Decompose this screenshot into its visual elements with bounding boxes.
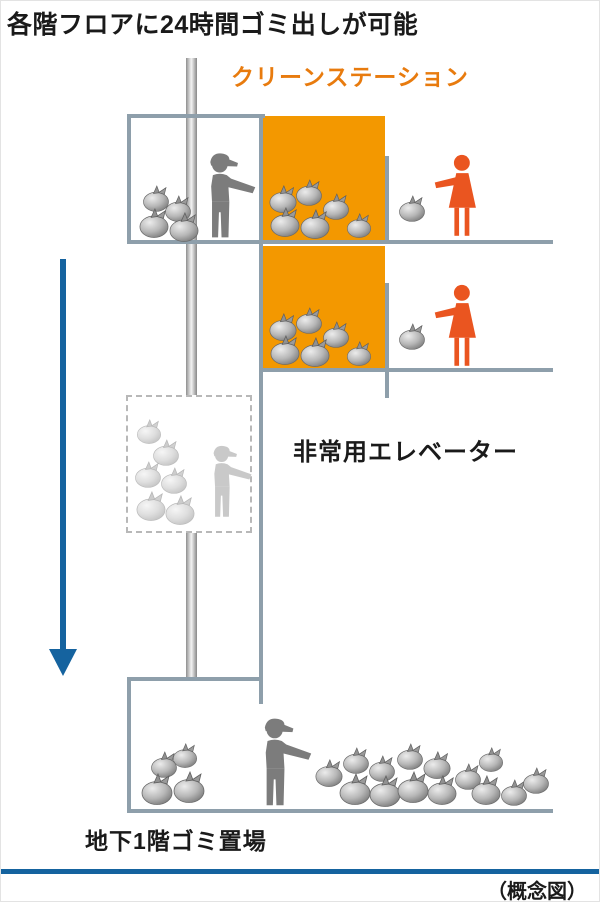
emergency-elevator-label: 非常用エレベーター — [293, 439, 518, 466]
resident-man-icon — [193, 150, 257, 240]
page-title: 各階フロアに24時間ゴミ出しが可能 — [7, 11, 419, 39]
garbage-bag-icon — [298, 337, 332, 367]
garbage-bag-icon — [397, 195, 427, 222]
down-arrow-line — [60, 259, 66, 651]
basement-worker-icon — [247, 715, 313, 808]
elevator-ghost-man-icon — [199, 443, 253, 519]
resident-woman-floor2-icon — [431, 283, 489, 370]
shaft-wall — [259, 114, 263, 704]
floor1-station-right-wall — [385, 156, 389, 244]
garbage-bag-icon — [159, 467, 189, 494]
garbage-bag-icon — [345, 213, 373, 238]
garbage-bag-icon — [469, 775, 503, 805]
garbage-bag-icon — [298, 209, 332, 239]
clean-station-label: クリーンステーション — [231, 64, 469, 90]
garbage-bag-icon — [171, 771, 207, 803]
basement-top-wall — [127, 677, 263, 681]
floor2-line — [259, 368, 553, 372]
floor1-top-wall — [127, 114, 265, 118]
floor1-line — [127, 240, 553, 244]
garbage-bag-icon — [477, 747, 505, 772]
garbage-bag-icon — [139, 773, 175, 805]
basement-label: 地下1階ゴミ置場 — [85, 828, 267, 854]
down-arrow-icon — [49, 649, 77, 676]
garbage-bag-icon — [163, 495, 197, 525]
garbage-bag-icon — [397, 323, 427, 350]
basement-left-wall — [127, 677, 131, 813]
garbage-bag-icon — [345, 341, 373, 366]
conceptual-diagram-caption: （概念図） — [487, 881, 587, 902]
resident-woman-floor1-icon — [431, 153, 489, 240]
floor2-station-right-wall — [385, 283, 389, 372]
garbage-bag-icon — [268, 207, 302, 237]
garbage-bag-icon — [268, 335, 302, 365]
garbage-bag-icon — [137, 208, 171, 238]
floor1-left-wall — [127, 114, 131, 244]
basement-floor-line — [127, 809, 553, 813]
garbage-bag-icon — [294, 179, 324, 206]
bottom-divider-line — [1, 869, 599, 874]
floor2-stub-wall — [385, 368, 389, 398]
garbage-bag-icon — [521, 767, 551, 794]
garbage-bag-icon — [171, 743, 199, 768]
garbage-bag-icon — [294, 307, 324, 334]
elevator-shaft-rail — [186, 58, 197, 681]
